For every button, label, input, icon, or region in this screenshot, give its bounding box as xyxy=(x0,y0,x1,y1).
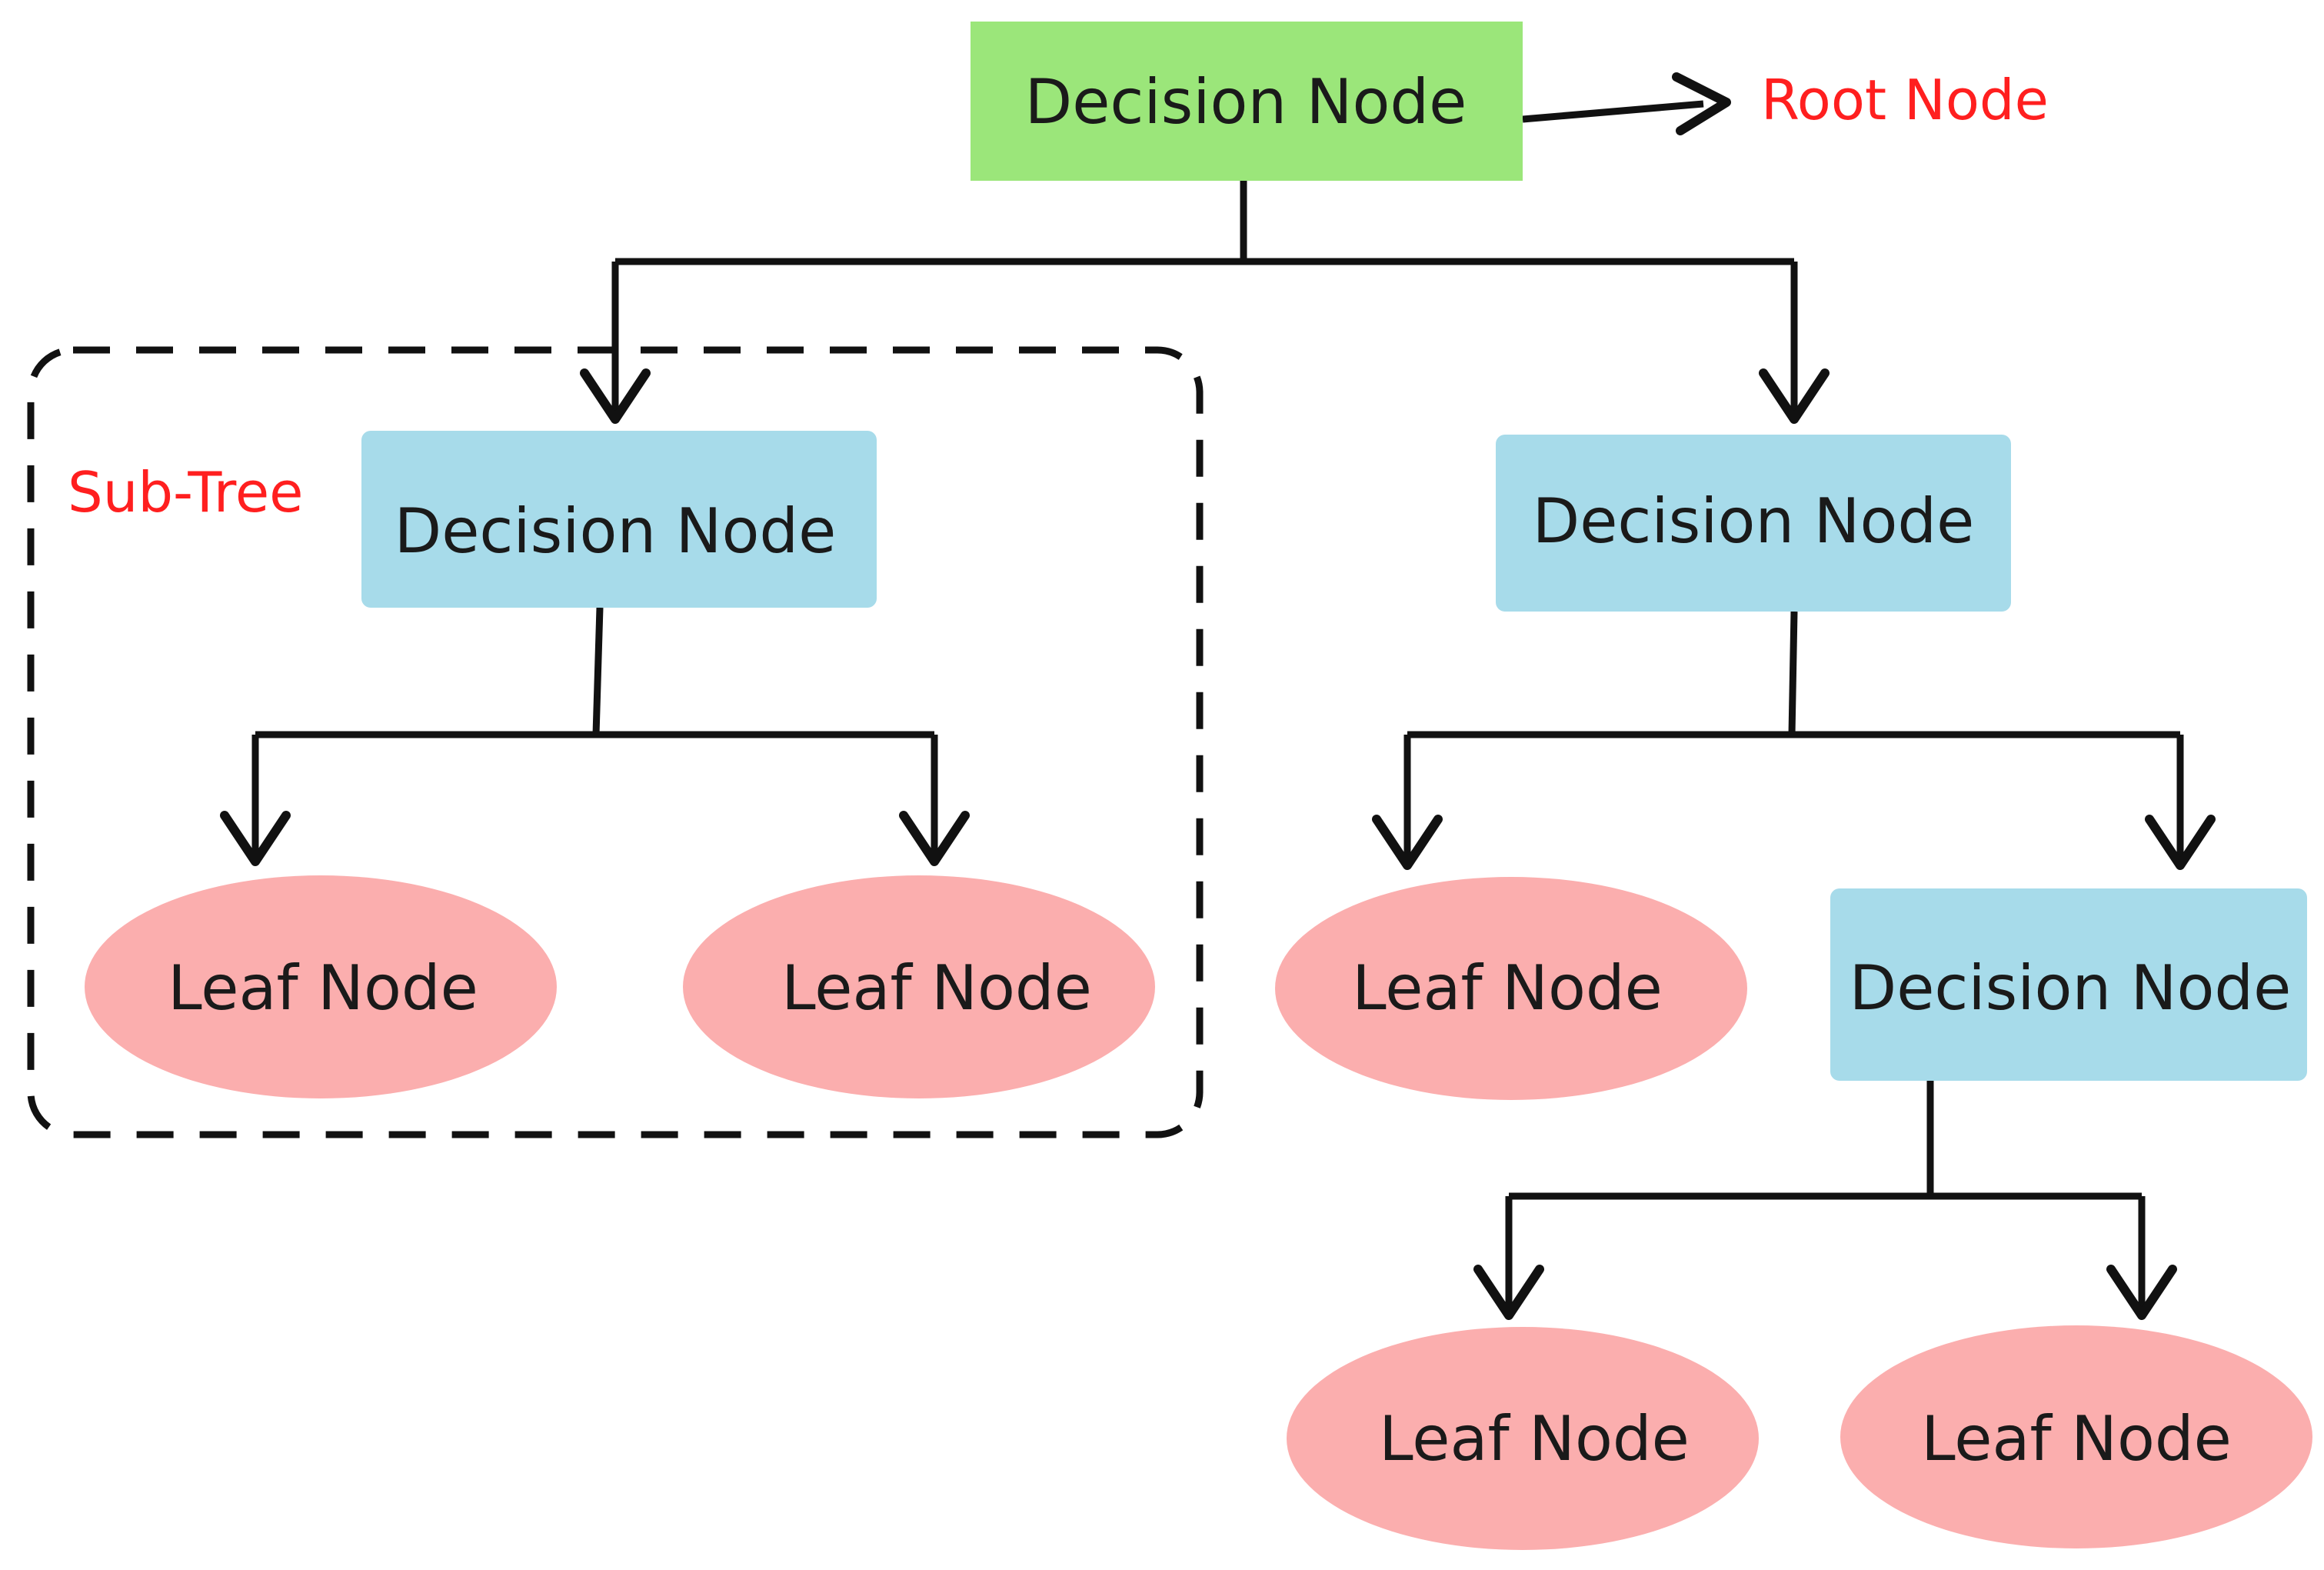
right-child-decision-node xyxy=(1830,888,2307,1081)
arrowhead-bottom-leaf-right xyxy=(2106,1265,2177,1320)
edge-right-trunk xyxy=(1788,611,1798,735)
subtree-leaf-node-right-label: Leaf Node xyxy=(781,952,1092,1024)
bottom-leaf-node-right xyxy=(1840,1325,2312,1548)
arrowhead-subtree-leaf-right xyxy=(899,811,970,866)
edge-root-callout xyxy=(1522,100,1704,123)
right-leaf-node-label: Leaf Node xyxy=(1352,952,1663,1024)
arrowhead-bottom-leaf-left xyxy=(1473,1265,1544,1320)
arrowhead-subtree-leaf-left xyxy=(220,811,291,866)
subtree-leaf-node-left-label: Leaf Node xyxy=(168,952,478,1024)
right-decision-node-label: Decision Node xyxy=(1533,485,1975,557)
bottom-leaf-node-left xyxy=(1287,1327,1759,1550)
arrowhead-right-child-decision xyxy=(2145,815,2216,870)
right-child-decision-node-label: Decision Node xyxy=(1850,952,2292,1024)
arrowheads xyxy=(220,72,2216,1320)
root-node-callout: Root Node xyxy=(1761,68,2049,132)
subtree-boundary xyxy=(27,346,1204,1138)
subtree-leaf-node-left xyxy=(85,875,557,1098)
right-decision-node xyxy=(1496,435,2011,612)
right-leaf-node xyxy=(1275,877,1747,1100)
edge-subtree-trunk xyxy=(592,607,604,735)
bottom-leaf-node-left-label: Leaf Node xyxy=(1379,1403,1690,1475)
root-decision-node xyxy=(971,22,1523,181)
root-decision-node-label: Decision Node xyxy=(1025,66,1467,138)
edges xyxy=(251,100,2184,1315)
arrowhead-root-callout xyxy=(1672,72,1731,135)
subtree-leaf-node-right xyxy=(683,875,1155,1098)
subtree-label: Sub-Tree xyxy=(68,460,303,525)
subtree-decision-node-label: Decision Node xyxy=(395,495,837,567)
arrowhead-right-decision xyxy=(1759,368,1830,424)
subtree-decision-node xyxy=(361,431,877,608)
arrowhead-right-leaf xyxy=(1372,815,1443,870)
bottom-leaf-node-right-label: Leaf Node xyxy=(1921,1403,2232,1475)
arrowhead-subtree-decision xyxy=(580,368,651,424)
